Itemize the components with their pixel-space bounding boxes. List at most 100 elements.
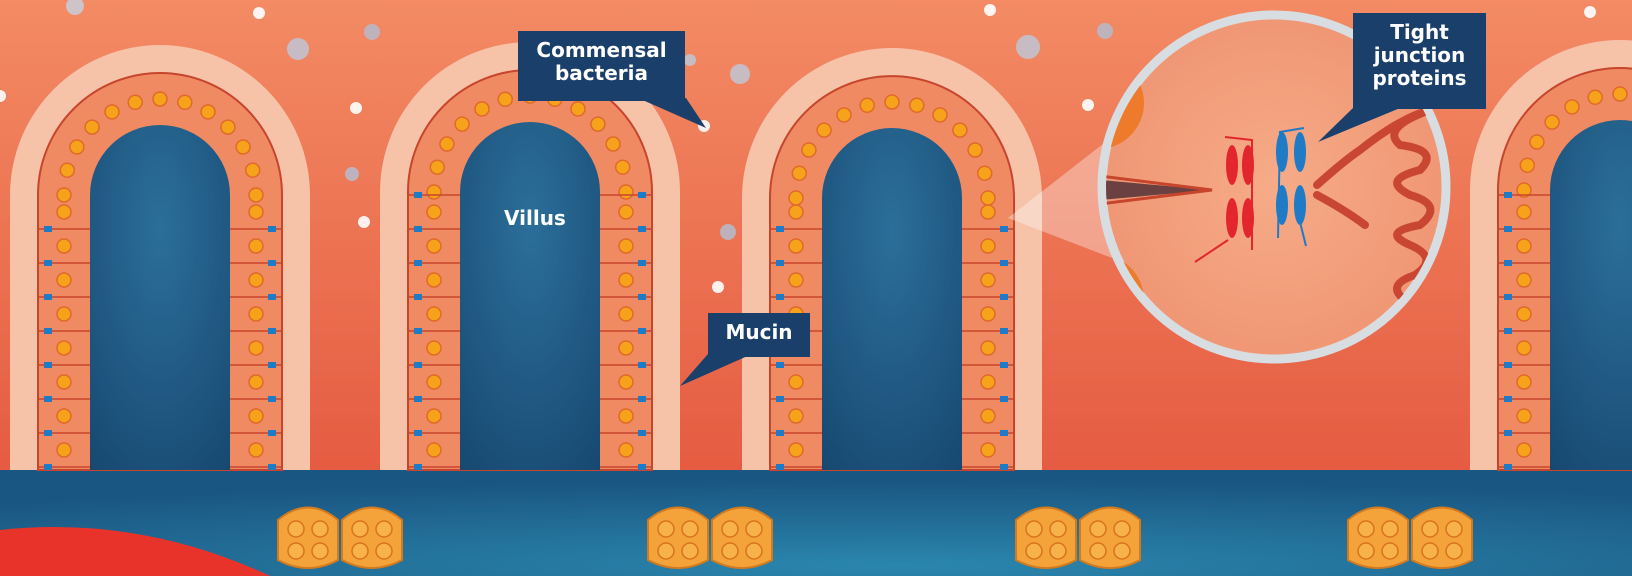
cell-nucleus xyxy=(178,95,192,109)
junction-mark xyxy=(1504,396,1512,402)
paneth-granule xyxy=(352,543,368,559)
paneth-granule xyxy=(1446,521,1462,537)
cell-nucleus xyxy=(57,188,71,202)
junction-mark xyxy=(268,260,276,266)
cell-nucleus xyxy=(619,409,633,423)
paneth-granule xyxy=(722,543,738,559)
cell-nucleus xyxy=(591,117,605,131)
mucin-label: Mucin xyxy=(708,313,810,357)
cell-nucleus xyxy=(57,273,71,287)
cell-nucleus xyxy=(619,443,633,457)
paneth-cell xyxy=(1080,508,1140,569)
cell-nucleus xyxy=(85,120,99,134)
cell-nucleus xyxy=(249,409,263,423)
cell-nucleus xyxy=(981,239,995,253)
commensal-label-line-1: Commensal xyxy=(532,39,671,62)
bacteria-particle xyxy=(730,64,750,84)
paneth-granule xyxy=(1026,521,1042,537)
junction-mark xyxy=(776,294,784,300)
paneth-granule xyxy=(1358,543,1374,559)
cell-nucleus xyxy=(981,191,995,205)
cell-nucleus xyxy=(1517,239,1531,253)
paneth-granule xyxy=(1382,543,1398,559)
junction-mark xyxy=(1000,362,1008,368)
paneth-granule xyxy=(352,521,368,537)
cell-nucleus xyxy=(236,140,250,154)
cell-nucleus xyxy=(475,102,489,116)
paneth-granule xyxy=(658,543,674,559)
cell-nucleus xyxy=(440,137,454,151)
paneth-cell xyxy=(712,508,772,569)
tight-junction-proteins-label: Tight junction proteins xyxy=(1353,13,1486,109)
cell-nucleus xyxy=(968,143,982,157)
junction-mark xyxy=(1000,464,1008,470)
cell-nucleus xyxy=(246,163,260,177)
cell-nucleus xyxy=(249,443,263,457)
junction-mark xyxy=(414,362,422,368)
cell-nucleus xyxy=(427,341,441,355)
cell-nucleus xyxy=(789,409,803,423)
bacteria-particle xyxy=(1097,23,1113,39)
cell-nucleus xyxy=(249,375,263,389)
junction-mark xyxy=(1504,362,1512,368)
cell-nucleus xyxy=(57,443,71,457)
paneth-cell xyxy=(278,508,338,569)
cell-nucleus xyxy=(1517,273,1531,287)
paneth-granule xyxy=(1050,521,1066,537)
cell-nucleus xyxy=(789,239,803,253)
cell-nucleus xyxy=(619,185,633,199)
villus-core-4 xyxy=(1550,120,1632,470)
cell-nucleus xyxy=(789,375,803,389)
bacteria-particle xyxy=(1584,6,1596,18)
paneth-granule xyxy=(658,521,674,537)
cell-nucleus xyxy=(427,443,441,457)
cell-nucleus xyxy=(616,160,630,174)
paneth-cell xyxy=(1016,508,1076,569)
cell-nucleus xyxy=(221,120,235,134)
junction-mark xyxy=(268,226,276,232)
junction-mark xyxy=(414,192,422,198)
cell-nucleus xyxy=(249,188,263,202)
bacteria-particle xyxy=(358,216,370,228)
cell-nucleus xyxy=(249,273,263,287)
junction-mark xyxy=(1504,464,1512,470)
bacteria-particle xyxy=(684,54,696,66)
junction-mark xyxy=(44,294,52,300)
cell-nucleus xyxy=(789,205,803,219)
paneth-granule xyxy=(746,521,762,537)
cell-nucleus xyxy=(619,205,633,219)
paneth-granule xyxy=(312,543,328,559)
cell-nucleus xyxy=(427,239,441,253)
junction-mark xyxy=(638,430,646,436)
cell-nucleus xyxy=(57,375,71,389)
cell-nucleus xyxy=(57,205,71,219)
junction-mark xyxy=(1000,294,1008,300)
cell-nucleus xyxy=(1520,158,1534,172)
junction-mark xyxy=(44,226,52,232)
junction-mark xyxy=(1504,226,1512,232)
junction-mark xyxy=(44,260,52,266)
tight-label-line-2: junction xyxy=(1367,44,1472,67)
bacteria-particle xyxy=(720,224,736,240)
cell-nucleus xyxy=(910,98,924,112)
junction-mark xyxy=(44,396,52,402)
cell-nucleus xyxy=(1517,307,1531,321)
commensal-bacteria-label: Commensal bacteria xyxy=(518,31,685,101)
cell-nucleus xyxy=(953,123,967,137)
cell-nucleus xyxy=(619,239,633,253)
junction-mark xyxy=(268,294,276,300)
paneth-granule xyxy=(682,543,698,559)
bacteria-particle xyxy=(345,167,359,181)
villus-label: Villus xyxy=(504,206,566,230)
bacteria-particle xyxy=(1016,35,1040,59)
cell-nucleus xyxy=(128,95,142,109)
junction-mark xyxy=(414,260,422,266)
junction-mark xyxy=(638,328,646,334)
cell-nucleus xyxy=(981,409,995,423)
junction-mark xyxy=(268,430,276,436)
cell-nucleus xyxy=(1517,341,1531,355)
paneth-granule xyxy=(1090,521,1106,537)
junction-mark xyxy=(1000,328,1008,334)
cell-nucleus xyxy=(619,375,633,389)
paneth-granule xyxy=(746,543,762,559)
